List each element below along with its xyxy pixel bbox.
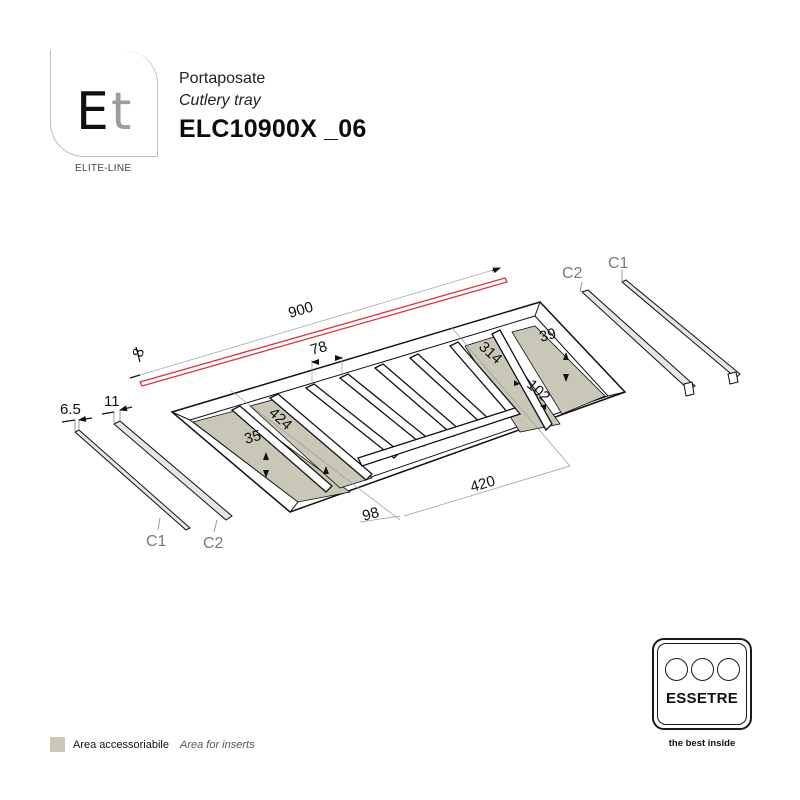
circle-icon [716, 658, 740, 681]
tray-dividers [230, 329, 553, 493]
essetre-logo: ESSETRE [652, 638, 752, 730]
dim-98: 98 [360, 504, 381, 525]
product-title-english: Cutlery tray [179, 92, 261, 109]
legend: Area accessoriabile Area for inserts [50, 737, 255, 752]
part-label-left-c2: C2 [203, 535, 224, 552]
dim-8: 8 [130, 346, 149, 359]
part-label-right-c1: C1 [608, 255, 629, 272]
dim-78: 78 [308, 338, 329, 359]
legend-label-english: Area for inserts [180, 738, 255, 751]
dim-39: 39 [537, 325, 558, 346]
part-label-left-c1: C1 [146, 533, 167, 550]
insert-area-left-2 [249, 397, 373, 489]
logo-letter-e: E [76, 82, 109, 142]
circle-icon [690, 658, 714, 681]
dim-11: 11 [104, 393, 120, 410]
insert-area-right-2 [511, 325, 606, 415]
essetre-circles-icon [658, 658, 746, 681]
interior-dimension-lines [229, 327, 571, 523]
dim-900: 900 [286, 299, 315, 322]
product-code: ELC10900X _06 [179, 115, 367, 143]
elite-line-logo-frame [50, 50, 158, 157]
logo-letter-t: t [111, 82, 132, 142]
left-rails [61, 405, 233, 533]
brand-name: ESSETRE [665, 690, 739, 707]
right-rails [579, 270, 741, 397]
dim-420: 420 [468, 473, 497, 496]
brand-tagline: the best inside [668, 738, 736, 749]
legend-label-italian: Area accessoriabile [73, 738, 169, 751]
dim-6-5: 6.5 [60, 401, 81, 418]
insert-area-swatch [50, 737, 65, 752]
circle-icon [664, 658, 688, 681]
overall-length-dimension [129, 267, 508, 387]
essetre-logo-inner-frame: ESSETRE [657, 643, 747, 725]
dim-35: 35 [242, 427, 263, 448]
product-title-italian: Portaposate [179, 70, 266, 87]
logo-caption: ELITE-LINE [75, 163, 132, 174]
height-arrows [263, 352, 569, 478]
part-label-right-c2: C2 [562, 265, 583, 282]
